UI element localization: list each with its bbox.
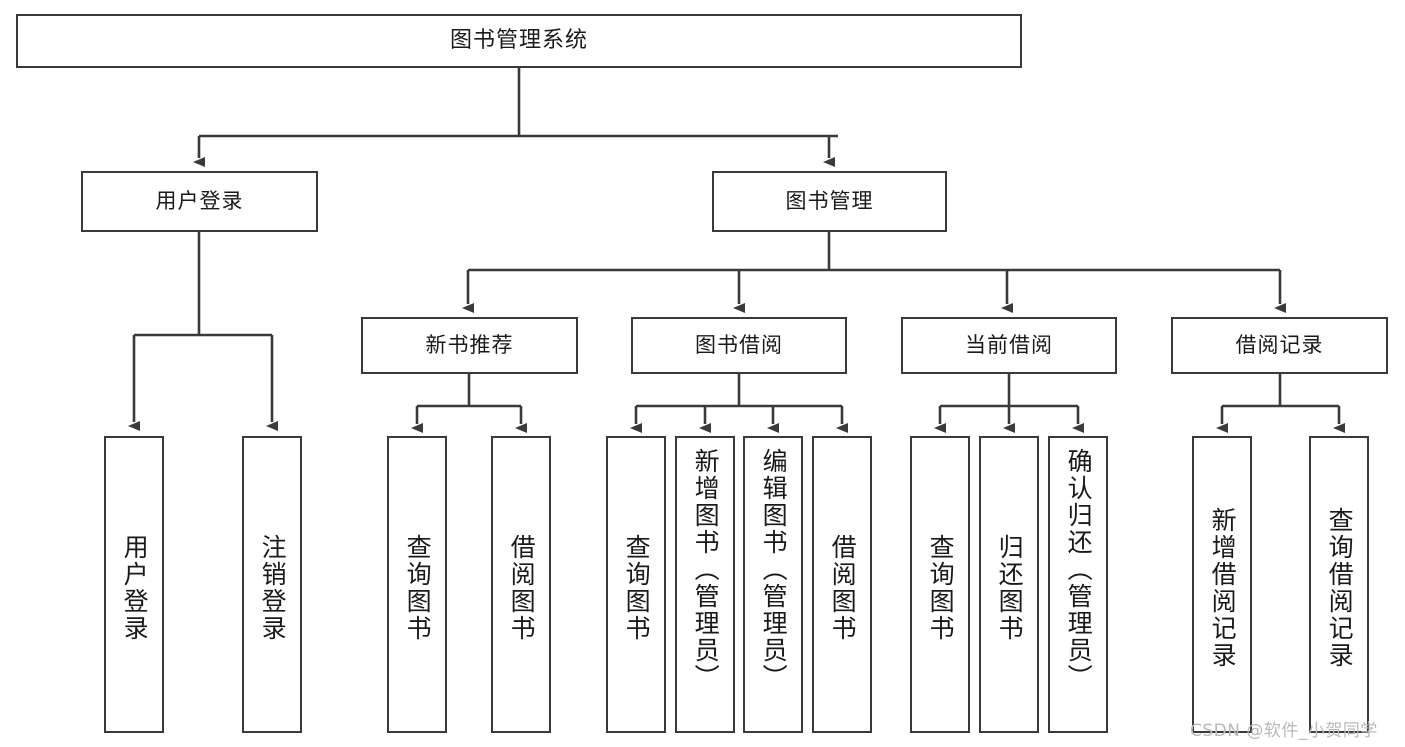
leaf-label: 查询图书 xyxy=(926,533,956,642)
node-current-borrow[interactable]: 当前借阅 xyxy=(901,317,1117,374)
leaf-label: 编辑图书（管理员） xyxy=(759,448,789,691)
csdn-watermark: CSDN @软件_小贺同学 xyxy=(1190,716,1378,741)
leaf-book-borrow-query-book[interactable]: 查询图书 xyxy=(606,436,666,733)
node-new-book-recommend[interactable]: 新书推荐 xyxy=(361,317,578,374)
leaf-label: 新增图书（管理员） xyxy=(691,448,721,691)
leaf-label: 查询图书 xyxy=(622,533,652,642)
leaf-borrow-record-query-record[interactable]: 查询借阅记录 xyxy=(1309,436,1369,733)
node-book-management[interactable]: 图书管理 xyxy=(712,171,947,232)
leaf-borrow-record-add-record[interactable]: 新增借阅记录 xyxy=(1192,436,1252,733)
node-root-book-management-system[interactable]: 图书管理系统 xyxy=(16,14,1022,68)
leaf-label: 归还图书 xyxy=(995,533,1025,642)
node-label: 图书借阅 xyxy=(695,332,783,357)
leaf-current-borrow-query-book[interactable]: 查询图书 xyxy=(910,436,970,733)
leaf-book-borrow-borrow-book[interactable]: 借阅图书 xyxy=(812,436,872,733)
leaf-new-book-query-book[interactable]: 查询图书 xyxy=(387,436,447,733)
leaf-label: 查询图书 xyxy=(403,533,433,642)
leaf-label: 新增借阅记录 xyxy=(1208,506,1238,669)
leaf-book-borrow-add-book-admin[interactable]: 新增图书（管理员） xyxy=(675,436,735,733)
leaf-label: 查询借阅记录 xyxy=(1325,506,1355,669)
leaf-user-login-logout[interactable]: 注销登录 xyxy=(242,436,302,733)
leaf-current-borrow-return-book[interactable]: 归还图书 xyxy=(979,436,1039,733)
leaf-label: 确认归还（管理员） xyxy=(1064,448,1094,691)
leaf-book-borrow-edit-book-admin[interactable]: 编辑图书（管理员） xyxy=(743,436,803,733)
leaf-label: 注销登录 xyxy=(258,533,288,642)
node-label: 图书管理系统 xyxy=(449,27,588,53)
leaf-user-login-login[interactable]: 用户登录 xyxy=(104,436,164,733)
node-label: 用户登录 xyxy=(155,188,244,213)
leaf-label: 借阅图书 xyxy=(507,533,537,642)
node-user-login[interactable]: 用户登录 xyxy=(81,171,318,232)
watermark-text: CSDN @软件_小贺同学 xyxy=(1190,721,1378,741)
node-label: 新书推荐 xyxy=(425,332,514,357)
leaf-current-borrow-confirm-return-admin[interactable]: 确认归还（管理员） xyxy=(1048,436,1108,733)
node-label: 当前借阅 xyxy=(965,332,1053,357)
node-label: 图书管理 xyxy=(785,188,874,213)
node-book-borrow[interactable]: 图书借阅 xyxy=(631,317,847,374)
node-borrow-record[interactable]: 借阅记录 xyxy=(1171,317,1388,374)
leaf-label: 用户登录 xyxy=(120,533,150,642)
leaf-label: 借阅图书 xyxy=(828,533,858,642)
node-label: 借阅记录 xyxy=(1235,332,1324,357)
leaf-new-book-borrow-book[interactable]: 借阅图书 xyxy=(491,436,551,733)
